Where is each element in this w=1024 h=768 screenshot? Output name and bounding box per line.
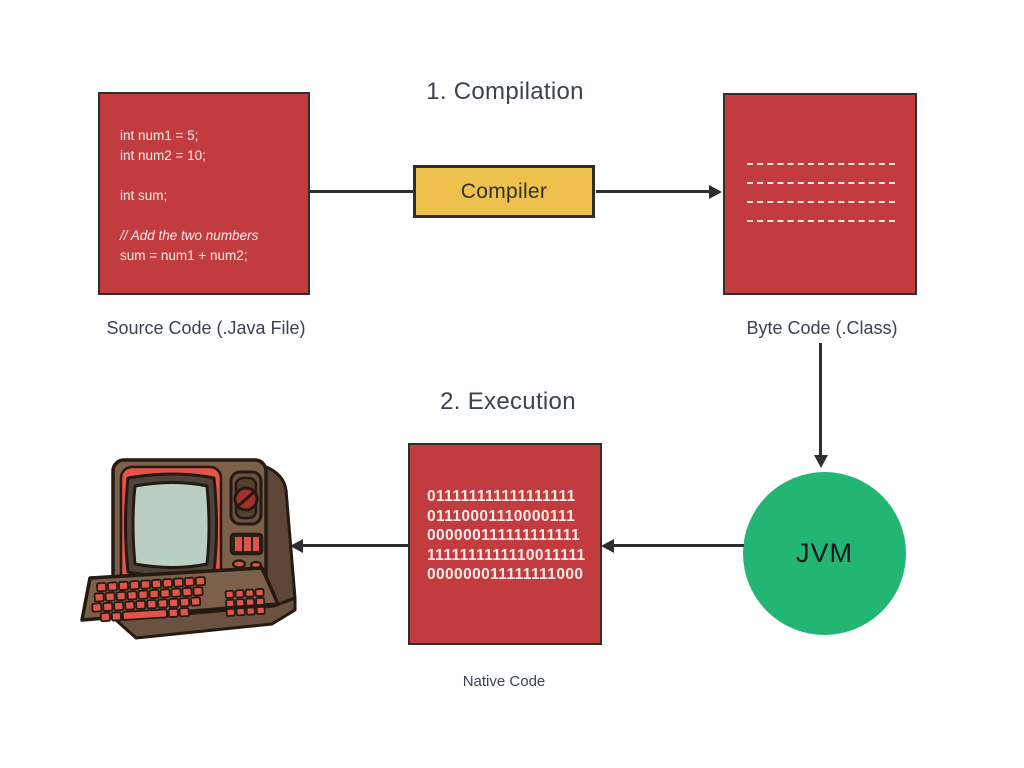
dashed-line <box>747 201 895 203</box>
compilation-title: 1. Compilation <box>426 78 584 105</box>
text-line: int num1 = 5; <box>120 128 199 143</box>
source-code-box: int num1 = 5; int num2 = 10; int sum; // … <box>98 92 310 295</box>
connector-jvm-to-native <box>613 544 744 547</box>
text-line: 01110001110000111 <box>427 507 576 525</box>
text-line <box>120 166 300 186</box>
text-line: 000000011111111000 <box>427 566 584 583</box>
arrowhead-left-icon <box>290 538 303 553</box>
text-line: sum = num1 + num2; <box>120 248 248 263</box>
byte-code-box <box>723 93 917 295</box>
connector-compiler-to-bytecode <box>596 190 712 193</box>
source-code-label: Source Code (.Java File) <box>106 318 306 338</box>
dashed-line <box>747 220 895 222</box>
connector-native-to-computer <box>302 544 408 547</box>
text-line: // Add the two numbers <box>120 228 259 243</box>
native-code-text: 011111111111111111 01110001110000111 00000… <box>410 445 600 585</box>
native-code-box: 011111111111111111 01110001110000111 00000… <box>408 443 602 645</box>
compiler-box: Compiler <box>413 165 595 218</box>
compiler-label: Compiler <box>460 179 548 203</box>
arrowhead-left-icon <box>601 538 614 553</box>
text-line: int sum; <box>120 188 168 203</box>
bytecode-dashed-lines <box>725 95 915 222</box>
retro-computer-illustration <box>76 450 298 650</box>
jvm-label: JVM <box>796 538 853 568</box>
connector-bytecode-to-jvm <box>819 343 822 457</box>
text-line: int num2 = 10; <box>120 148 206 163</box>
arrowhead-right-icon <box>709 184 722 199</box>
text-line: 1111111111110011111 <box>427 546 586 564</box>
dashed-line <box>747 182 895 184</box>
byte-code-label: Byte Code (.Class) <box>746 318 898 338</box>
retro-computer-icon <box>80 458 297 640</box>
arrowhead-down-icon <box>813 455 828 468</box>
source-code-text: int num1 = 5; int num2 = 10; int sum; // … <box>100 94 308 266</box>
jvm-circle: JVM <box>743 472 906 635</box>
dashed-line <box>747 163 895 165</box>
native-code-label: Native Code <box>462 673 546 690</box>
connector-source-to-compiler <box>310 190 414 193</box>
text-line: 011111111111111111 <box>427 488 576 505</box>
execution-title: 2. Execution <box>440 388 576 415</box>
text-line <box>120 206 300 226</box>
text-line: 000000111111111111 <box>427 527 580 544</box>
